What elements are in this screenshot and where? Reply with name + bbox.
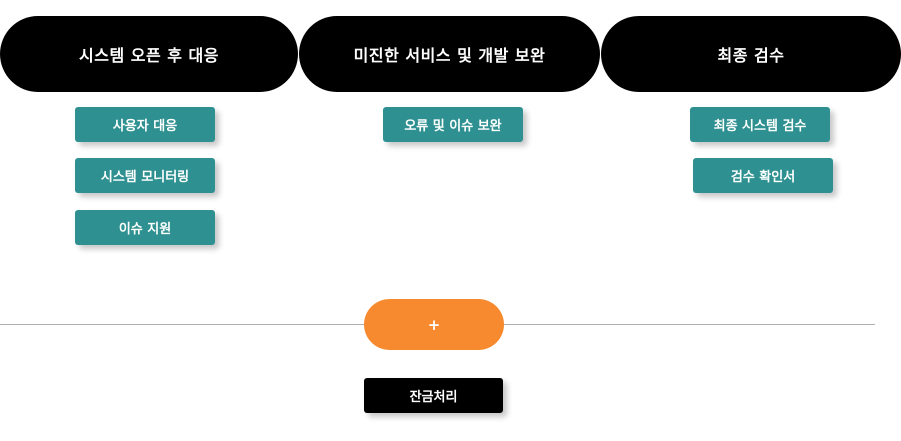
phase-header-open-support: 시스템 오픈 후 대응 [0,16,298,92]
phase-label: 최종 검수 [717,46,785,65]
phase-label: 시스템 오픈 후 대응 [79,46,219,65]
task-final-system-inspection: 최종 시스템 검수 [690,107,830,142]
phase-header-service-supplement: 미진한 서비스 및 개발 보완 [299,16,600,92]
task-label: 잔금처리 [409,390,458,405]
task-label: 사용자 대응 [112,119,178,134]
task-remaining-payment: 잔금처리 [364,378,503,413]
task-label: 검수 확인서 [730,170,796,185]
phase-label: 미진한 서비스 및 개발 보완 [353,46,546,65]
task-inspection-certificate: 검수 확인서 [693,158,833,193]
task-issue-support: 이슈 지원 [75,210,215,245]
plus-icon: + [427,315,441,334]
task-user-support: 사용자 대응 [75,107,215,142]
phase-header-final-inspection: 최종 검수 [601,16,901,92]
plus-pill: + [364,299,504,350]
task-system-monitoring: 시스템 모니터링 [75,158,215,193]
task-label: 이슈 지원 [118,222,172,237]
task-label: 오류 및 이슈 보완 [404,119,502,134]
task-error-fix: 오류 및 이슈 보완 [383,107,523,142]
task-label: 시스템 모니터링 [100,170,190,185]
task-label: 최종 시스템 검수 [713,119,807,134]
